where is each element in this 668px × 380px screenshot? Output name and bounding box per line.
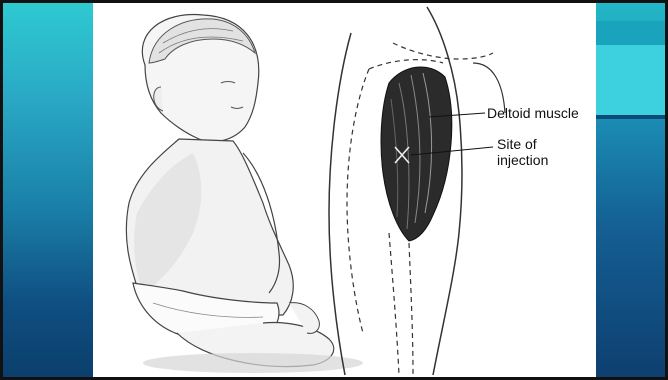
slide-image: Deltoid muscle Site of injection [93, 3, 596, 377]
injection-site-label: Site of injection [497, 136, 577, 168]
deltoid-diagram [93, 3, 596, 377]
right-band-stripe [596, 21, 665, 45]
right-band-stripe [596, 45, 665, 115]
right-band-stripe [596, 115, 665, 119]
deltoid-muscle-label: Deltoid muscle [487, 106, 579, 120]
right-decorative-band [596, 3, 665, 377]
left-decorative-band [3, 3, 93, 377]
